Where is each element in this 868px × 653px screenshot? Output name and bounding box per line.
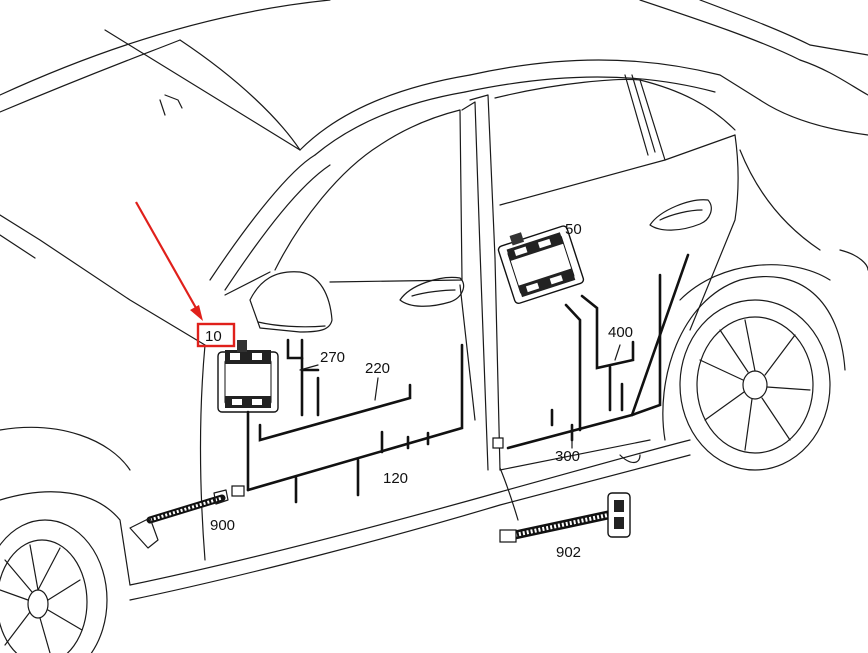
callout-270: 270 bbox=[320, 349, 345, 366]
callout-labels: 10 50 270 220 120 400 300 900 902 bbox=[205, 221, 633, 561]
control-unit-10 bbox=[217, 340, 279, 413]
leader-lines bbox=[299, 344, 621, 449]
wiring-harness bbox=[231, 253, 690, 504]
callout-900: 900 bbox=[210, 517, 235, 534]
cable-902 bbox=[499, 467, 631, 543]
callout-902: 902 bbox=[556, 544, 581, 561]
callout-400: 400 bbox=[608, 324, 633, 341]
rear-wheel bbox=[662, 264, 846, 471]
front-wheel bbox=[0, 519, 108, 653]
callout-220: 220 bbox=[365, 360, 390, 377]
control-unit-50 bbox=[497, 225, 585, 305]
cable-900 bbox=[129, 489, 229, 549]
callout-10: 10 bbox=[205, 328, 222, 345]
highlight-box bbox=[196, 322, 236, 348]
highlight-arrow bbox=[135, 201, 236, 348]
callout-120: 120 bbox=[383, 470, 408, 487]
callout-50: 50 bbox=[565, 221, 582, 238]
callout-300: 300 bbox=[555, 448, 580, 465]
